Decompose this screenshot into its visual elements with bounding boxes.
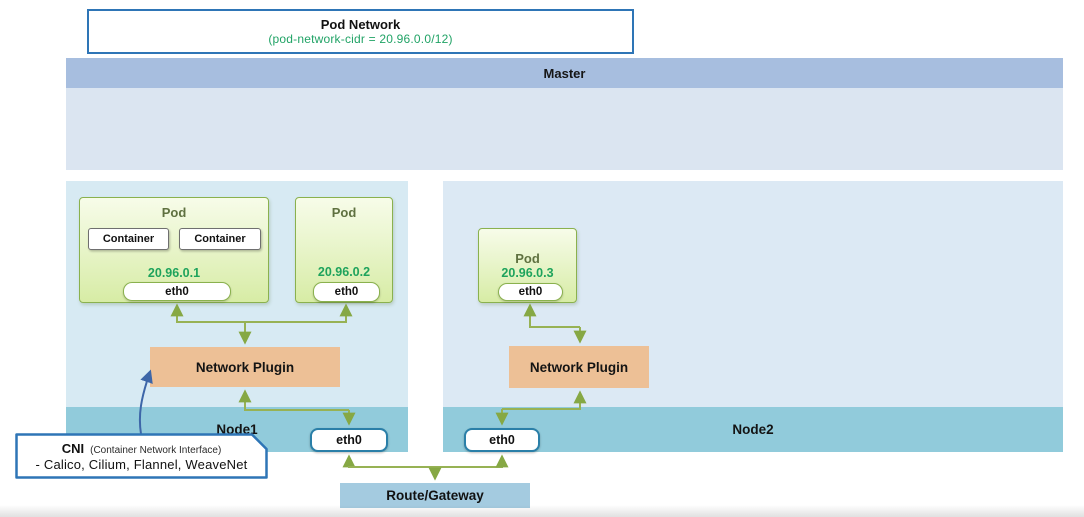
pod-2-eth0: eth0: [313, 282, 380, 302]
pod-1-eth0: eth0: [123, 282, 231, 301]
network-plugin-1: Network Plugin: [150, 347, 340, 387]
pod-2-title: Pod: [331, 205, 357, 220]
cni-callout: CNI (Container Network Interface) - Cali…: [15, 433, 268, 479]
master-body: [66, 88, 1063, 170]
route-gateway-box: Route/Gateway: [340, 483, 530, 508]
node2-eth0: eth0: [464, 428, 540, 452]
pod-1-ip: 20.96.0.1: [147, 266, 201, 280]
pod-network-title: Pod Network: [320, 16, 401, 32]
pod-3-ip: 20.96.0.3: [501, 266, 554, 280]
pod-1: Pod Container Container 20.96.0.1: [79, 197, 269, 303]
cni-plugins: - Calico, Cilium, Flannel, WeaveNet: [35, 456, 248, 472]
cni-title: CNI: [61, 440, 85, 456]
pod-network-cidr: (pod-network-cidr = 20.96.0.0/12): [268, 31, 453, 46]
bottom-fade: [0, 505, 1084, 517]
cni-subtitle: (Container Network Interface): [90, 444, 222, 456]
container-box-1: Container: [88, 228, 169, 250]
master-label: Master: [543, 65, 586, 81]
master-header: Master: [66, 58, 1063, 88]
pod-1-title: Pod: [161, 205, 187, 220]
node2-section: Node2: [443, 181, 1063, 452]
master-section: Master: [66, 58, 1063, 170]
node1-eth0: eth0: [310, 428, 388, 452]
container-box-2: Container: [179, 228, 261, 250]
cni-callout-shape: [15, 433, 268, 479]
network-plugin-2: Network Plugin: [509, 346, 649, 388]
pod-network-box: Pod Network (pod-network-cidr = 20.96.0.…: [87, 9, 634, 54]
pod-3-eth0: eth0: [498, 283, 563, 301]
node2-band: [443, 407, 1063, 452]
pod-3-title: Pod: [515, 251, 540, 266]
pod-2-ip: 20.96.0.2: [317, 265, 371, 279]
node2-label: Node2: [732, 422, 774, 437]
